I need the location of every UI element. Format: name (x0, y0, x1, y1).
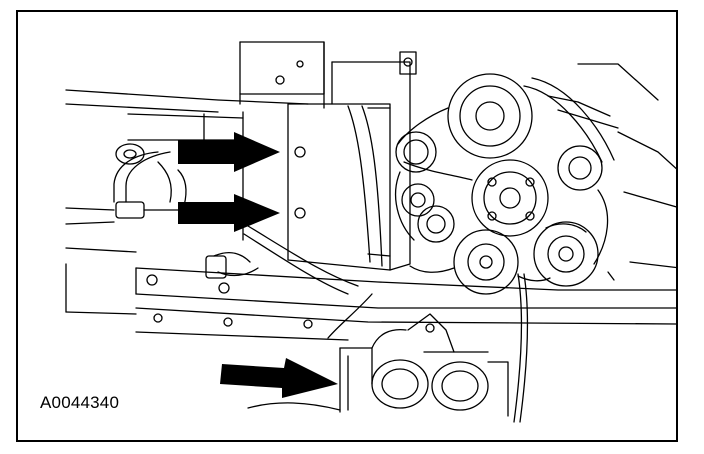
callout-arrow-lower (220, 358, 338, 398)
serpentine-belt-drive (394, 73, 619, 295)
frame-rails (65, 247, 676, 341)
module-bracket (287, 51, 417, 271)
lower-component (247, 313, 509, 417)
right-structure (577, 63, 676, 269)
wiring-harness (243, 225, 529, 423)
hose-assembly (65, 143, 187, 225)
callout-arrow-middle (178, 194, 280, 232)
upper-bracket (65, 41, 325, 241)
figure-frame: A0044340 (16, 10, 678, 442)
callout-arrow-upper (178, 132, 280, 172)
figure-id-label: A0044340 (40, 393, 120, 412)
engine-bay-illustration (65, 41, 676, 423)
